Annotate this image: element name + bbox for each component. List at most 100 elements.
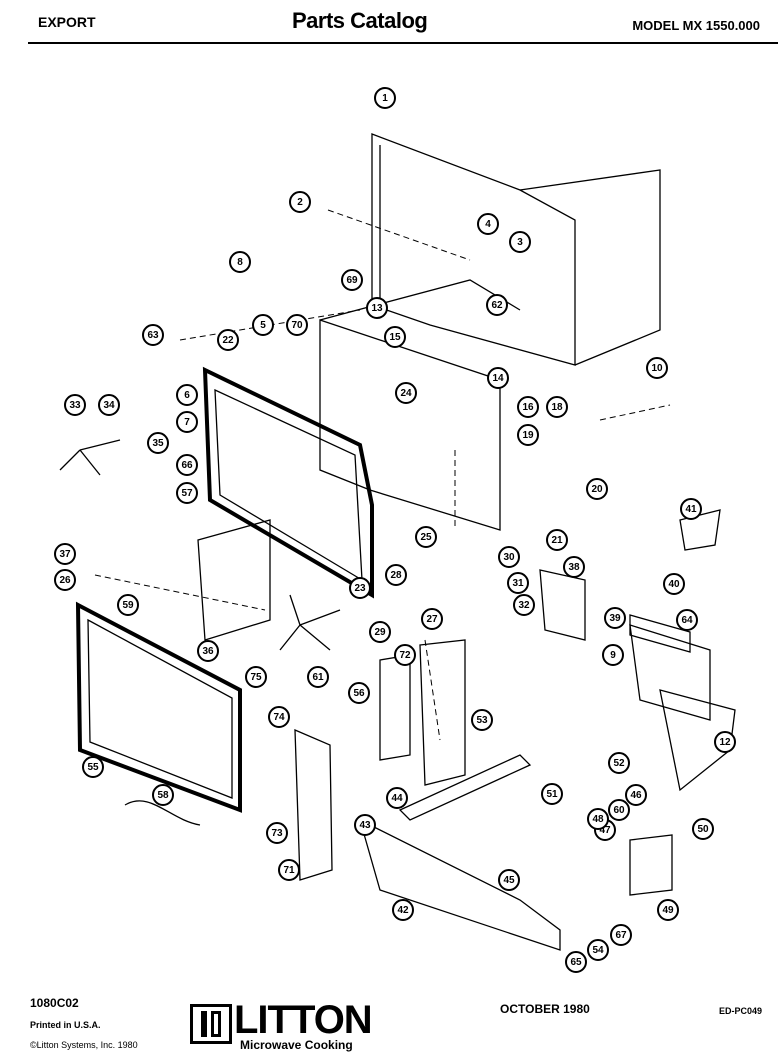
callout-circle — [477, 213, 499, 235]
choke-frame — [294, 728, 333, 881]
callout-circle — [147, 432, 169, 454]
callout-number: 19 — [522, 430, 534, 441]
callout-number: 53 — [476, 715, 488, 726]
page-header: EXPORT Parts Catalog MODEL MX 1550.000 — [0, 0, 784, 44]
callout-circle — [268, 706, 290, 728]
model-number: MODEL MX 1550.000 — [632, 18, 760, 33]
callout-number: 72 — [399, 650, 411, 661]
callout-37: 37 — [54, 543, 76, 565]
callout-circle — [608, 799, 630, 821]
brand-tagline: Microwave Cooking — [240, 1038, 353, 1052]
callout-number: 29 — [374, 627, 386, 638]
callout-circle — [341, 269, 363, 291]
callout-number: 28 — [390, 570, 402, 581]
header-export-label: EXPORT — [38, 14, 96, 30]
callout-circle — [348, 682, 370, 704]
callout-number: 9 — [610, 650, 616, 661]
catalog-code: 1080C02 — [30, 996, 79, 1010]
callout-9: 9 — [602, 644, 624, 666]
callout-number: 40 — [668, 579, 680, 590]
callout-18: 18 — [546, 396, 568, 418]
callout-circle — [498, 546, 520, 568]
callout-number: 65 — [570, 957, 582, 968]
callout-number: 13 — [371, 303, 383, 314]
callout-number: 57 — [181, 488, 193, 499]
callout-59: 59 — [117, 594, 139, 616]
callout-circle — [64, 394, 86, 416]
callout-22: 22 — [217, 329, 239, 351]
callout-number: 16 — [522, 402, 534, 413]
callout-number: 41 — [685, 504, 697, 515]
callout-20: 20 — [586, 478, 608, 500]
callout-number: 5 — [260, 320, 266, 331]
callout-40: 40 — [663, 573, 685, 595]
callout-number: 61 — [312, 672, 324, 683]
callout-21: 21 — [546, 529, 568, 551]
callout-63: 63 — [142, 324, 164, 346]
brand-name: LITTON — [234, 998, 373, 1042]
publication-date: OCTOBER 1980 — [500, 1002, 590, 1016]
callout-circle — [415, 526, 437, 548]
callout-circle — [152, 784, 174, 806]
callout-circle — [394, 644, 416, 666]
callout-circle — [176, 454, 198, 476]
callout-number: 12 — [719, 737, 731, 748]
rail — [398, 754, 532, 821]
callout-circle — [117, 594, 139, 616]
callout-number: 27 — [426, 614, 438, 625]
stirrer-bracket — [539, 569, 586, 641]
callout-circle — [509, 231, 531, 253]
callout-42: 42 — [392, 899, 414, 921]
callout-49: 49 — [657, 899, 679, 921]
page-title: Parts Catalog — [292, 8, 428, 33]
callout-number: 26 — [59, 575, 71, 586]
callout-66: 66 — [176, 454, 198, 476]
callout-45: 45 — [498, 869, 520, 891]
callout-circle — [587, 939, 609, 961]
callout-2: 2 — [289, 191, 311, 213]
callout-number: 8 — [237, 257, 243, 268]
callout-69: 69 — [341, 269, 363, 291]
callout-circle — [385, 564, 407, 586]
callout-6: 6 — [176, 384, 198, 406]
outer-door — [75, 601, 242, 813]
base-plate — [358, 818, 561, 951]
control-panel — [379, 639, 466, 786]
callout-circle — [229, 251, 251, 273]
callout-circle — [507, 572, 529, 594]
callout-circle — [217, 329, 239, 351]
document-id: ED-PC049 — [718, 1006, 762, 1016]
callout-circle — [546, 396, 568, 418]
callout-72: 72 — [394, 644, 416, 666]
callout-circle — [487, 367, 509, 389]
callout-number: 33 — [69, 400, 81, 411]
assembly-leader-lines — [94, 209, 671, 741]
callout-circle — [625, 784, 647, 806]
oven-cavity — [319, 279, 521, 531]
callout-60: 60 — [608, 799, 630, 821]
callout-67: 67 — [610, 924, 632, 946]
callout-circle — [176, 411, 198, 433]
callout-28: 28 — [385, 564, 407, 586]
callout-circle — [602, 644, 624, 666]
litton-logo-icon — [190, 1004, 232, 1044]
callout-56: 56 — [348, 682, 370, 704]
callout-55: 55 — [82, 756, 104, 778]
callout-circle — [395, 382, 417, 404]
callout-73: 73 — [266, 822, 288, 844]
callout-number: 59 — [122, 600, 134, 611]
callout-number: 69 — [346, 275, 358, 286]
callout-number: 1 — [382, 93, 388, 104]
callout-number: 49 — [662, 905, 674, 916]
callout-number: 25 — [420, 532, 432, 543]
callout-number: 39 — [609, 613, 621, 624]
callout-number: 52 — [613, 758, 625, 769]
callout-circle — [692, 818, 714, 840]
callout-circle — [142, 324, 164, 346]
callout-number: 46 — [630, 790, 642, 801]
callout-number: 23 — [354, 583, 366, 594]
callout-8: 8 — [229, 251, 251, 273]
callout-62: 62 — [486, 294, 508, 316]
